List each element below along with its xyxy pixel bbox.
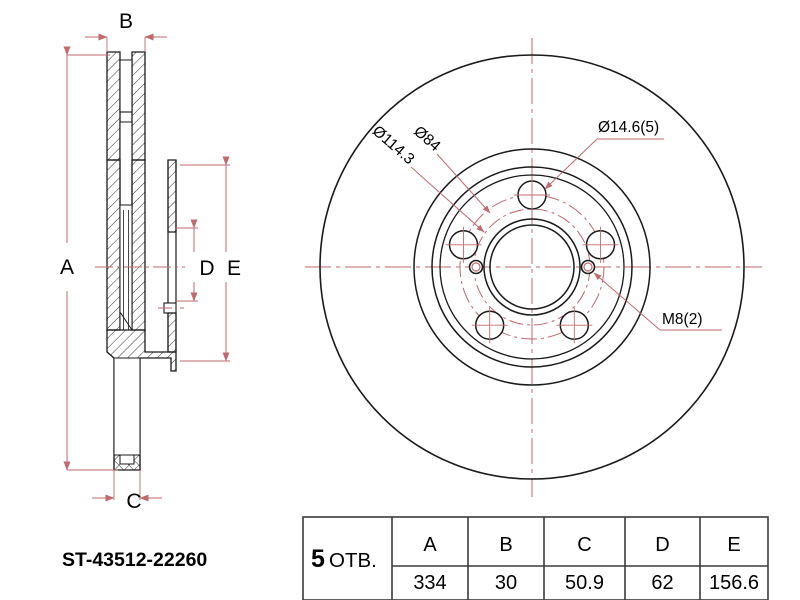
callout-bolt-circle-leader xyxy=(410,166,485,233)
spec-table-header-A: A xyxy=(423,534,437,556)
dimension-C-label: C xyxy=(126,490,141,513)
m8-hole xyxy=(580,259,596,275)
m8-hole-group xyxy=(468,259,596,275)
dimension-B: B xyxy=(85,10,167,52)
callout-threaded-holes: M8(2) xyxy=(593,272,722,331)
dimension-E: E xyxy=(180,156,241,362)
spec-table-hole-unit: ОТВ. xyxy=(329,549,377,572)
callout-threaded-holes-leader xyxy=(593,272,661,331)
spec-table: 5 ОТВ. A B C D E 334 30 50.9 62 156.6 xyxy=(302,516,769,600)
part-number-label: ST-43512-22260 xyxy=(62,549,207,571)
dimension-E-label: E xyxy=(227,257,241,280)
dimension-A-label: A xyxy=(60,256,74,279)
dimension-D: D xyxy=(176,219,215,302)
hat-skirt-section xyxy=(167,159,177,233)
hat-outer-circle xyxy=(431,166,633,368)
m8-hole xyxy=(468,259,484,275)
spec-table-value-D: 62 xyxy=(651,572,673,594)
cross-section-view: A B C xyxy=(60,10,241,513)
hat-step-circle xyxy=(439,174,625,360)
spec-table-header-B: B xyxy=(499,534,512,556)
m8-hole-section xyxy=(158,302,184,314)
inboard-plate-lower xyxy=(131,159,146,331)
hub-pilot-recess xyxy=(119,454,135,465)
m8-thread-circle xyxy=(583,262,593,272)
callout-lug-holes-label: Ø14.6(5) xyxy=(598,119,659,136)
vent-pocket-top xyxy=(119,59,133,113)
dimension-A: A xyxy=(60,46,118,471)
center-bore-circle xyxy=(489,224,575,310)
disc-friction-ring-section xyxy=(106,51,146,331)
bore-reference-circle xyxy=(473,208,591,326)
friction-ring-inner-circle xyxy=(413,148,651,386)
spec-table-value-E: 156.6 xyxy=(709,572,759,594)
lug-hole xyxy=(582,226,619,263)
chamfer-line xyxy=(119,311,133,331)
hat-fillet xyxy=(106,351,115,359)
callout-lug-holes: Ø14.6(5) xyxy=(544,119,664,190)
spec-table-header-C: C xyxy=(577,534,591,556)
spec-table-header-D: D xyxy=(655,534,669,556)
dimension-C: C xyxy=(92,470,162,513)
spec-table-value-B: 30 xyxy=(495,572,517,594)
disc-hat-section xyxy=(106,311,177,471)
dimension-D-label: D xyxy=(199,257,214,280)
callout-center-bore-leader xyxy=(436,153,491,214)
hat-bore xyxy=(113,357,141,456)
disc-outer-circle xyxy=(319,54,745,480)
lug-hole-group xyxy=(445,177,619,344)
hat-skirt-section-lower xyxy=(167,312,177,353)
spec-table-value-A: 334 xyxy=(413,572,446,594)
inboard-plate-upper xyxy=(131,51,146,161)
lug-hole xyxy=(556,307,593,344)
dimension-B-label: B xyxy=(119,10,133,33)
callout-lug-holes-leader xyxy=(544,138,598,190)
callout-center-bore: Ø84 xyxy=(410,123,491,214)
vent-pocket-mid xyxy=(119,121,133,206)
m8-thread-circle xyxy=(471,262,481,272)
lug-hole xyxy=(445,226,482,263)
center-bore-outer-circle xyxy=(483,218,581,316)
callout-center-bore-label: Ø84 xyxy=(410,123,444,155)
spec-table-hole-count: 5 xyxy=(311,545,325,573)
lug-hole xyxy=(514,177,550,213)
outboard-plate-lower xyxy=(106,159,121,331)
spec-table-header-E: E xyxy=(727,534,740,556)
spec-table-value-C: 50.9 xyxy=(565,572,604,594)
callout-threaded-holes-label: M8(2) xyxy=(662,311,702,328)
callout-bolt-circle-label: Ø114.3 xyxy=(369,123,418,168)
lug-hole xyxy=(471,307,508,344)
spec-table-frame xyxy=(302,516,769,600)
outboard-plate-upper xyxy=(106,51,121,161)
face-view: Ø114.3 Ø84 Ø14.6(5) M8(2) xyxy=(305,38,762,497)
